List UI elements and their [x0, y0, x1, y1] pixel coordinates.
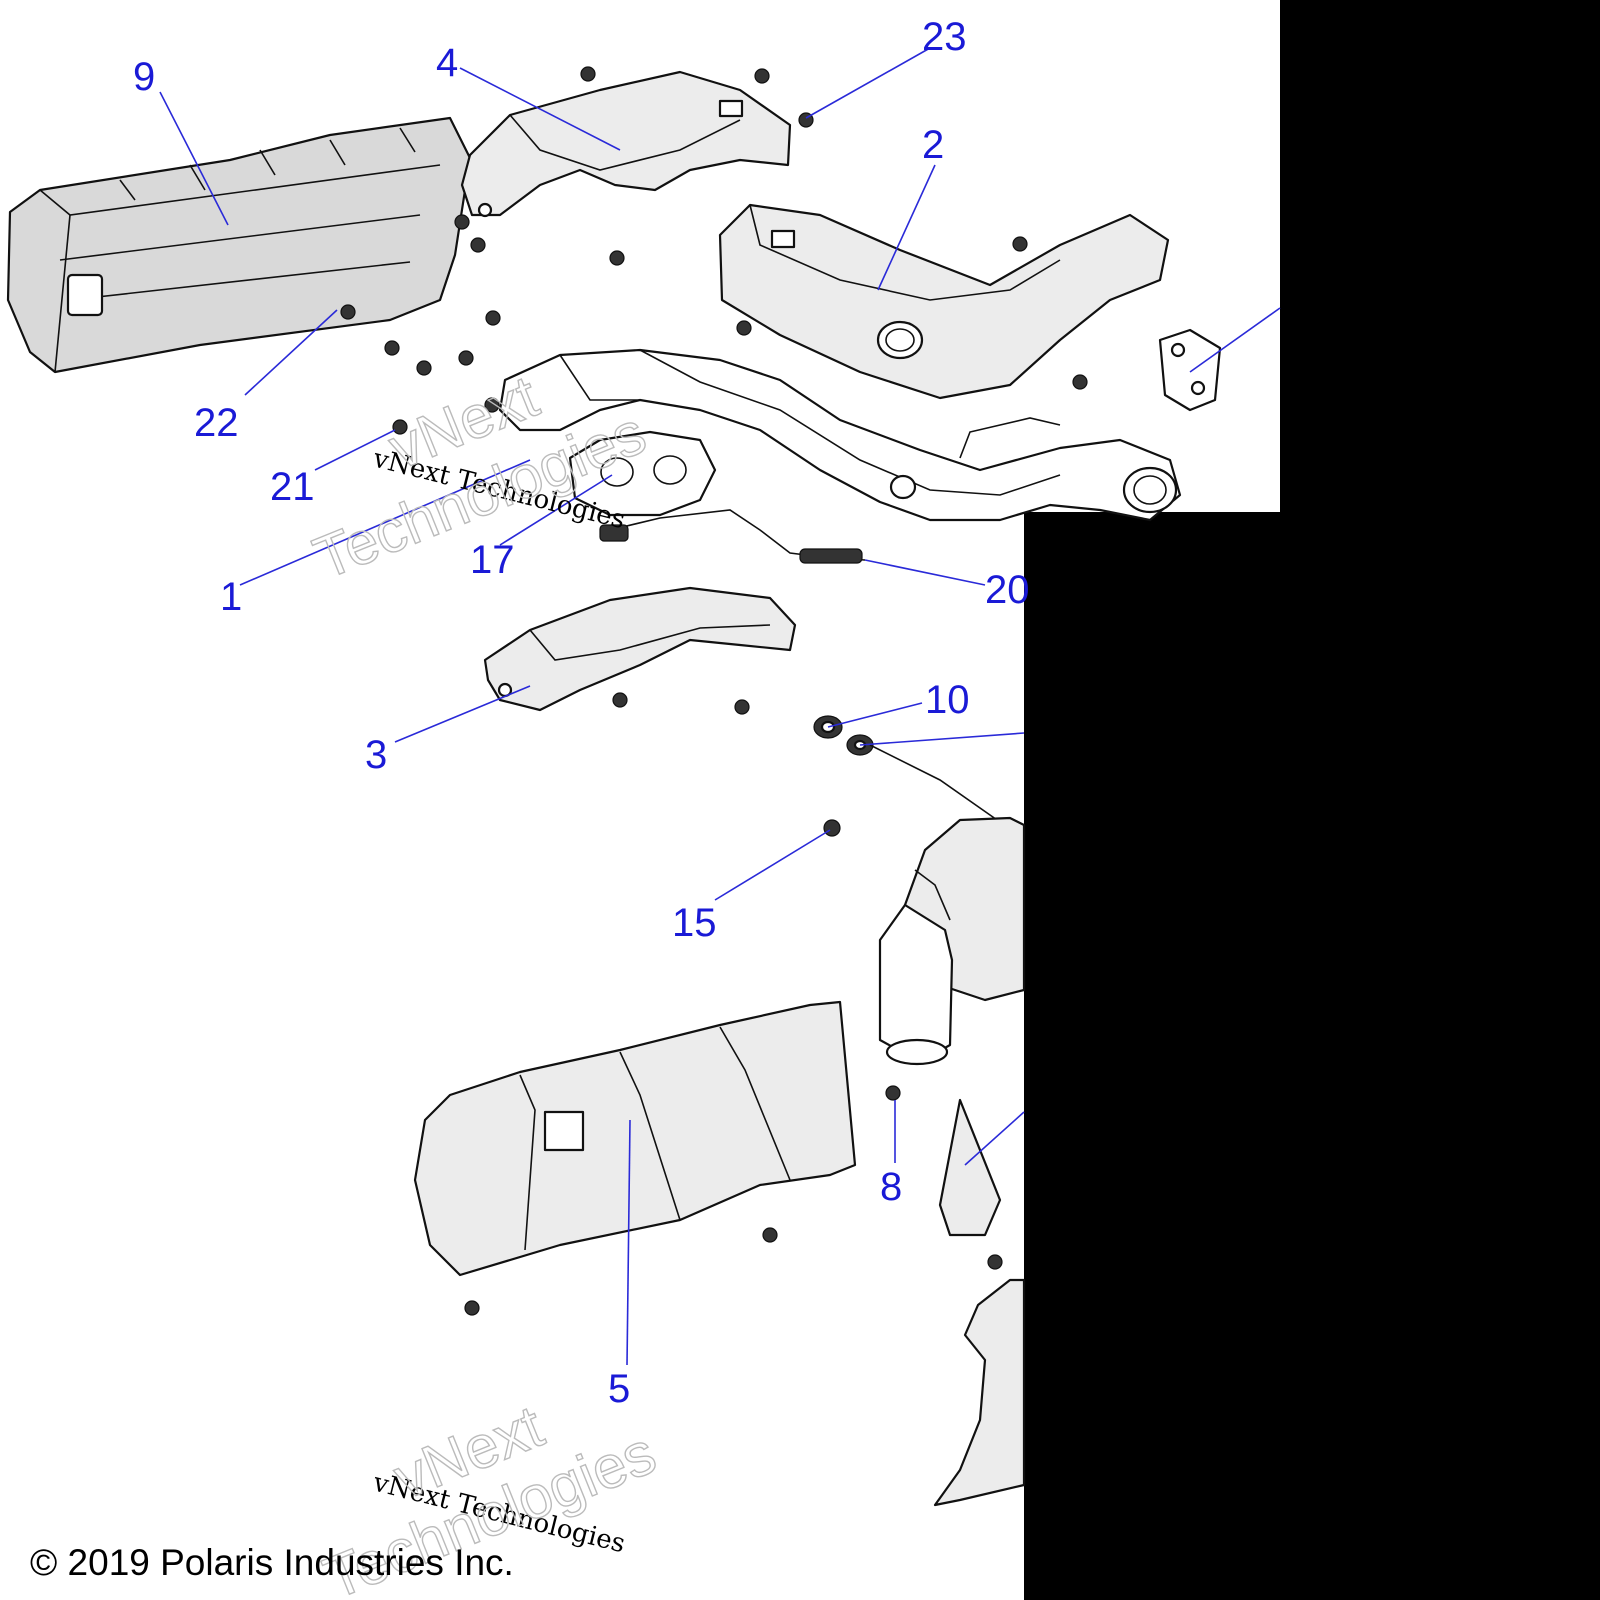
callout-1: 1 [220, 575, 242, 619]
callout-10: 10 [925, 678, 970, 722]
exhaust-pipe-cover-2 [718, 203, 1170, 400]
callout-5: 5 [608, 1367, 630, 1411]
callout-9: 9 [133, 55, 155, 99]
heat-shield-5 [413, 1000, 857, 1277]
fasteners [340, 66, 1088, 1316]
callouts: 9 4 23 2 22 21 1 17 20 10 3 15 8 5 [133, 15, 1030, 1411]
callout-17: 17 [470, 538, 515, 582]
leader-lines [159, 47, 1281, 1366]
exhaust-manifold-1 [498, 348, 1182, 522]
callout-4: 4 [436, 41, 458, 85]
manifold-gasket-17 [568, 430, 717, 517]
heat-shield-4 [460, 70, 792, 218]
heat-shield-3 [483, 586, 797, 712]
callout-3: 3 [365, 733, 387, 777]
callout-15: 15 [672, 901, 717, 945]
callout-20: 20 [985, 568, 1030, 612]
callout-23: 23 [922, 15, 967, 59]
rubber-isolator [1158, 328, 1222, 412]
copyright-notice: © 2019 Polaris Industries Inc. [30, 1542, 514, 1583]
callout-8: 8 [880, 1165, 902, 1209]
callout-21: 21 [270, 465, 315, 509]
heat-shield-lower-right [933, 1278, 1026, 1507]
oxygen-sensor-20 [599, 509, 866, 564]
muffler-assembly [869, 744, 1026, 1237]
callout-22: 22 [194, 401, 239, 445]
callout-2: 2 [922, 123, 944, 167]
